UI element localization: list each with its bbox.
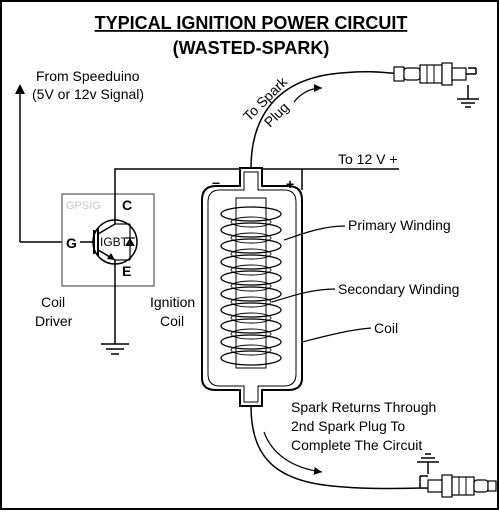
primary-pointer <box>283 225 346 241</box>
to-spark-arrow <box>293 84 323 103</box>
ht-lead-bottom <box>250 405 433 490</box>
igbt-label: IGBT <box>100 235 129 249</box>
ground-icon <box>457 85 479 108</box>
spark-returns-line-3: Complete The Circuit <box>291 437 422 453</box>
secondary-winding <box>230 216 272 356</box>
gate-label: G <box>66 235 77 251</box>
coil-pointer <box>301 327 372 343</box>
spark-returns-line-1: Spark Returns Through <box>291 399 436 415</box>
primary-winding <box>220 206 282 366</box>
page-title: TYPICAL IGNITION POWER CIRCUIT <box>95 13 408 33</box>
coil-label: Coil <box>374 320 398 336</box>
minus-terminal-label: − <box>212 175 220 191</box>
from-speeduino-label: From Speeduino <box>36 68 140 84</box>
spark-plug-icon <box>393 62 477 86</box>
emitter-label: E <box>122 263 131 279</box>
ht-lead-top <box>250 70 403 169</box>
plus-terminal-label: + <box>286 176 294 192</box>
arrow-up-icon <box>15 84 25 242</box>
ignition-coil-label-1: Ignition <box>150 294 195 310</box>
coil-driver-label-2: Driver <box>35 313 73 329</box>
ground-icon <box>417 453 439 474</box>
ignition-coil-label-2: Coil <box>160 313 184 329</box>
collector-wire <box>114 168 240 197</box>
igbt-symbol: IGBT <box>80 197 138 284</box>
collector-label: C <box>122 197 132 213</box>
watermark-text: GPSIG <box>66 200 101 212</box>
spark-returns-line-2: 2nd Spark Plug To <box>291 418 405 434</box>
primary-winding-label: Primary Winding <box>348 217 451 233</box>
coil-driver: GPSIG G C E IGBT <box>61 193 155 287</box>
ground-icon <box>101 343 129 355</box>
spark-plug-icon <box>419 474 497 498</box>
to-12v-label: To 12 V + <box>338 151 398 167</box>
return-arrow <box>263 431 323 475</box>
secondary-pointer <box>271 288 336 303</box>
page-subtitle: (WASTED-SPARK) <box>173 38 330 58</box>
coil-driver-label-1: Coil <box>41 294 65 310</box>
signal-spec-label: (5V or 12v Signal) <box>32 86 144 102</box>
secondary-winding-label: Secondary Winding <box>338 281 459 297</box>
